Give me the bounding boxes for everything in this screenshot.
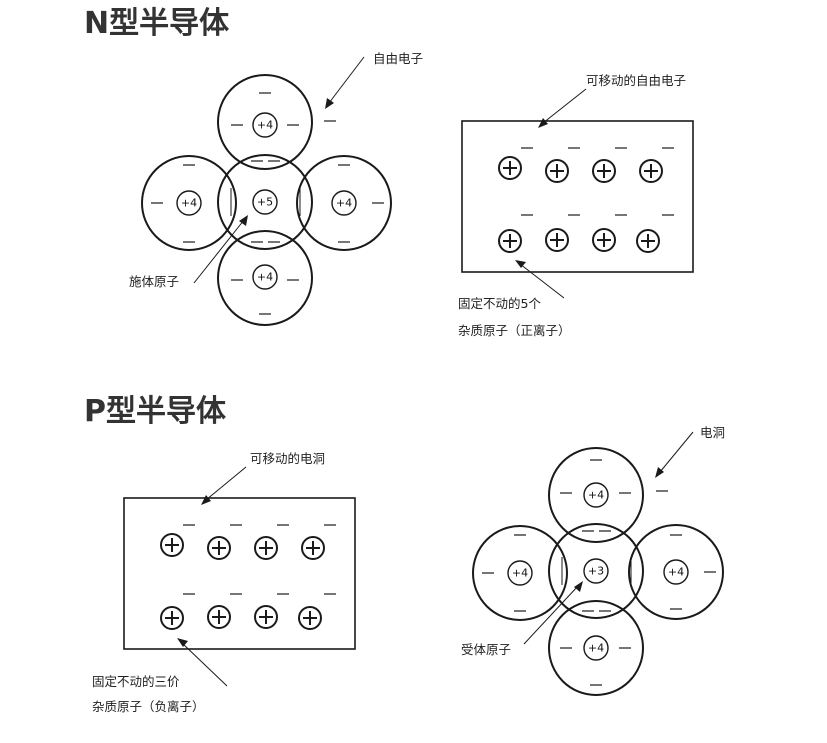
p-charge-center: +3	[588, 565, 604, 578]
p-nucleus-right	[663, 559, 689, 585]
n-type-lattice: +4 +4 +4 +4 +5	[129, 51, 423, 326]
n-charge-top: +4	[257, 119, 273, 132]
p-type-lattice: +4 +4 +4 +4 +3 电洞	[461, 425, 725, 696]
mobile-electron-arrowhead	[538, 118, 548, 128]
p-nucleus-left	[507, 560, 533, 586]
p-charge-bottom: +4	[588, 642, 604, 655]
donor-label: 施体原子	[129, 274, 179, 289]
p-marks	[183, 524, 336, 595]
hole-label: 电洞	[700, 425, 725, 440]
p-type-crystal: 可移动的电洞 固定不动的三价 杂质原子（负离子）	[92, 451, 356, 714]
p-type-title: P型半导体	[84, 394, 227, 429]
n-type-title: N型半导体	[84, 6, 230, 41]
n-type-crystal: 可移动的自由电子 固定不动的5个 杂质原子（正离子）	[458, 73, 694, 338]
hole-arrowhead	[655, 467, 664, 478]
acceptor-arrowhead	[574, 581, 583, 592]
p-charge-right: +4	[668, 566, 684, 579]
p-charge-top: +4	[588, 489, 604, 502]
mobile-hole-arrowhead	[201, 495, 211, 505]
fixed-ion-label-1: 固定不动的5个	[458, 296, 541, 311]
free-electron-label: 自由电子	[373, 51, 423, 66]
p-atom-right-ring	[628, 524, 724, 620]
n-charge-bottom: +4	[257, 271, 273, 284]
n-free-electrons	[521, 147, 674, 216]
p-charge-left: +4	[512, 567, 528, 580]
n-charge-right: +4	[336, 197, 352, 210]
n-nucleus-top	[252, 112, 278, 138]
fixed-neg-ion-arrowhead	[177, 638, 188, 647]
acceptor-label: 受体原子	[461, 642, 511, 657]
n-atom-bottom-ring	[217, 230, 313, 326]
fixed-neg-ion-label-2: 杂质原子（负离子）	[92, 699, 205, 714]
p-atom-top-ring	[548, 447, 644, 543]
donor-arrow	[193, 219, 245, 284]
p-crystal-box	[123, 497, 356, 650]
n-electrons	[151, 92, 384, 315]
n-nucleus-bottom	[252, 264, 278, 290]
n-atom-left-ring	[141, 155, 237, 251]
fixed-ion-arrow	[519, 263, 565, 299]
n-nucleus-right	[331, 190, 357, 216]
mobile-hole-label: 可移动的电洞	[250, 451, 325, 466]
n-nucleus-center	[252, 189, 278, 215]
p-nucleus-top	[583, 482, 609, 508]
free-electron-arrow	[328, 56, 365, 104]
fixed-neg-ion-label-1: 固定不动的三价	[92, 674, 180, 689]
n-atom-top-ring	[217, 74, 313, 170]
fixed-ion-arrowhead	[515, 260, 526, 268]
p-atom-center-ring	[548, 523, 644, 619]
p-nucleus-bottom	[583, 635, 609, 661]
n-nucleus-left	[176, 190, 202, 216]
n-atom-right-ring	[296, 155, 392, 251]
p-atom-bottom-ring	[548, 600, 644, 696]
p-nucleus-center	[583, 558, 609, 584]
n-crystal-box	[461, 120, 694, 273]
acceptor-arrow	[523, 585, 579, 645]
n-atom-center-ring	[217, 154, 313, 250]
donor-arrowhead	[239, 215, 248, 226]
mobile-electron-label: 可移动的自由电子	[586, 73, 686, 88]
mobile-electron-arrow	[542, 88, 587, 124]
fixed-neg-ion-arrow	[181, 642, 228, 687]
p-ions	[160, 533, 325, 630]
hole-arrow	[659, 431, 694, 473]
n-positive-ions	[498, 156, 663, 253]
fixed-ion-label-2: 杂质原子（正离子）	[458, 323, 571, 338]
p-electrons	[482, 459, 716, 686]
p-atom-left-ring	[472, 525, 568, 621]
n-charge-center: +5	[257, 196, 273, 209]
mobile-hole-arrow	[205, 466, 247, 501]
free-electron-arrowhead	[325, 98, 334, 109]
n-charge-left: +4	[181, 197, 197, 210]
